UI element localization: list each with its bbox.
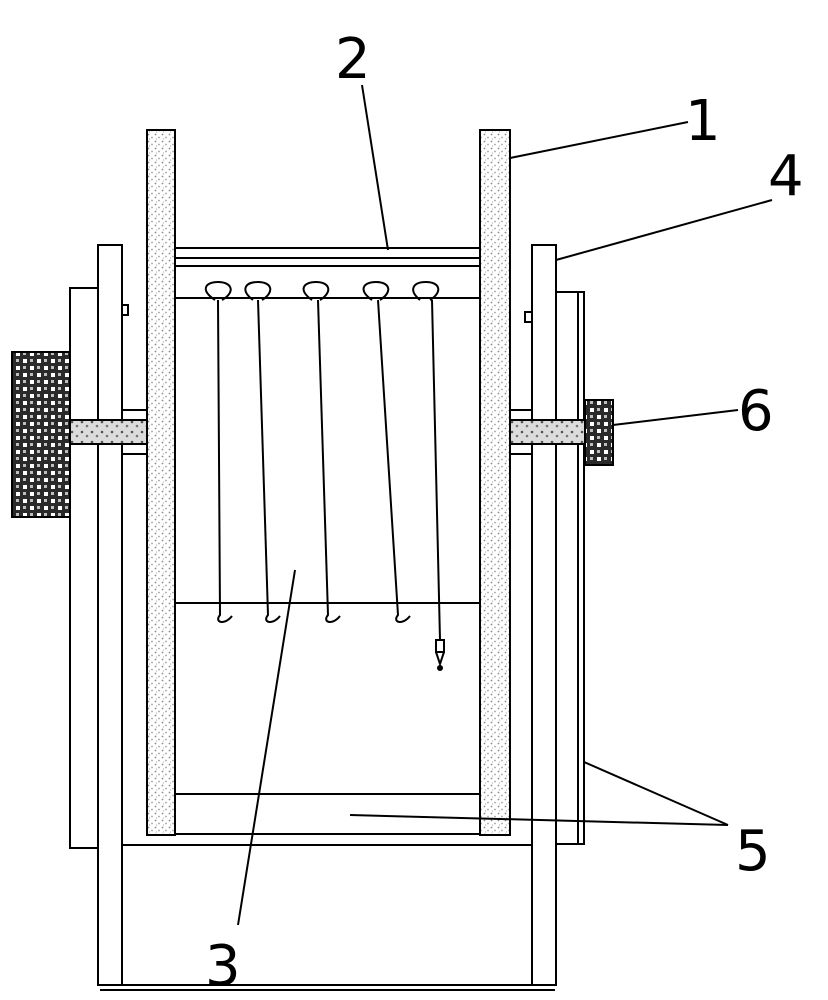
label-5: 5 bbox=[735, 819, 771, 884]
label-2: 2 bbox=[335, 27, 371, 92]
label-6: 6 bbox=[738, 379, 774, 444]
left-support-column bbox=[97, 244, 129, 986]
leader-5b bbox=[349, 814, 729, 826]
leader-4 bbox=[555, 199, 773, 261]
right-knob-icon bbox=[584, 399, 614, 466]
leader-1 bbox=[509, 121, 689, 159]
label-4: 4 bbox=[768, 144, 804, 209]
base-frame bbox=[70, 844, 555, 991]
label-3: 3 bbox=[205, 934, 241, 999]
label-1: 1 bbox=[685, 89, 721, 154]
left-shaft bbox=[69, 409, 148, 455]
top-cross-bar bbox=[146, 247, 510, 267]
right-flange bbox=[479, 129, 511, 836]
drum-bottom-bar bbox=[174, 793, 481, 835]
right-outer-plate bbox=[555, 291, 585, 845]
coil-holder-bars bbox=[175, 297, 480, 604]
leader-3 bbox=[237, 569, 296, 926]
left-handwheel-icon bbox=[11, 351, 71, 518]
leader-lines bbox=[237, 84, 773, 926]
leader-5a bbox=[583, 761, 729, 826]
left-flange bbox=[146, 129, 176, 836]
right-support-column bbox=[524, 244, 557, 986]
leader-2 bbox=[361, 84, 389, 251]
coil-wire bbox=[204, 280, 445, 671]
right-shaft bbox=[509, 409, 586, 455]
left-outer-plate bbox=[69, 287, 101, 849]
leader-6 bbox=[612, 409, 739, 426]
